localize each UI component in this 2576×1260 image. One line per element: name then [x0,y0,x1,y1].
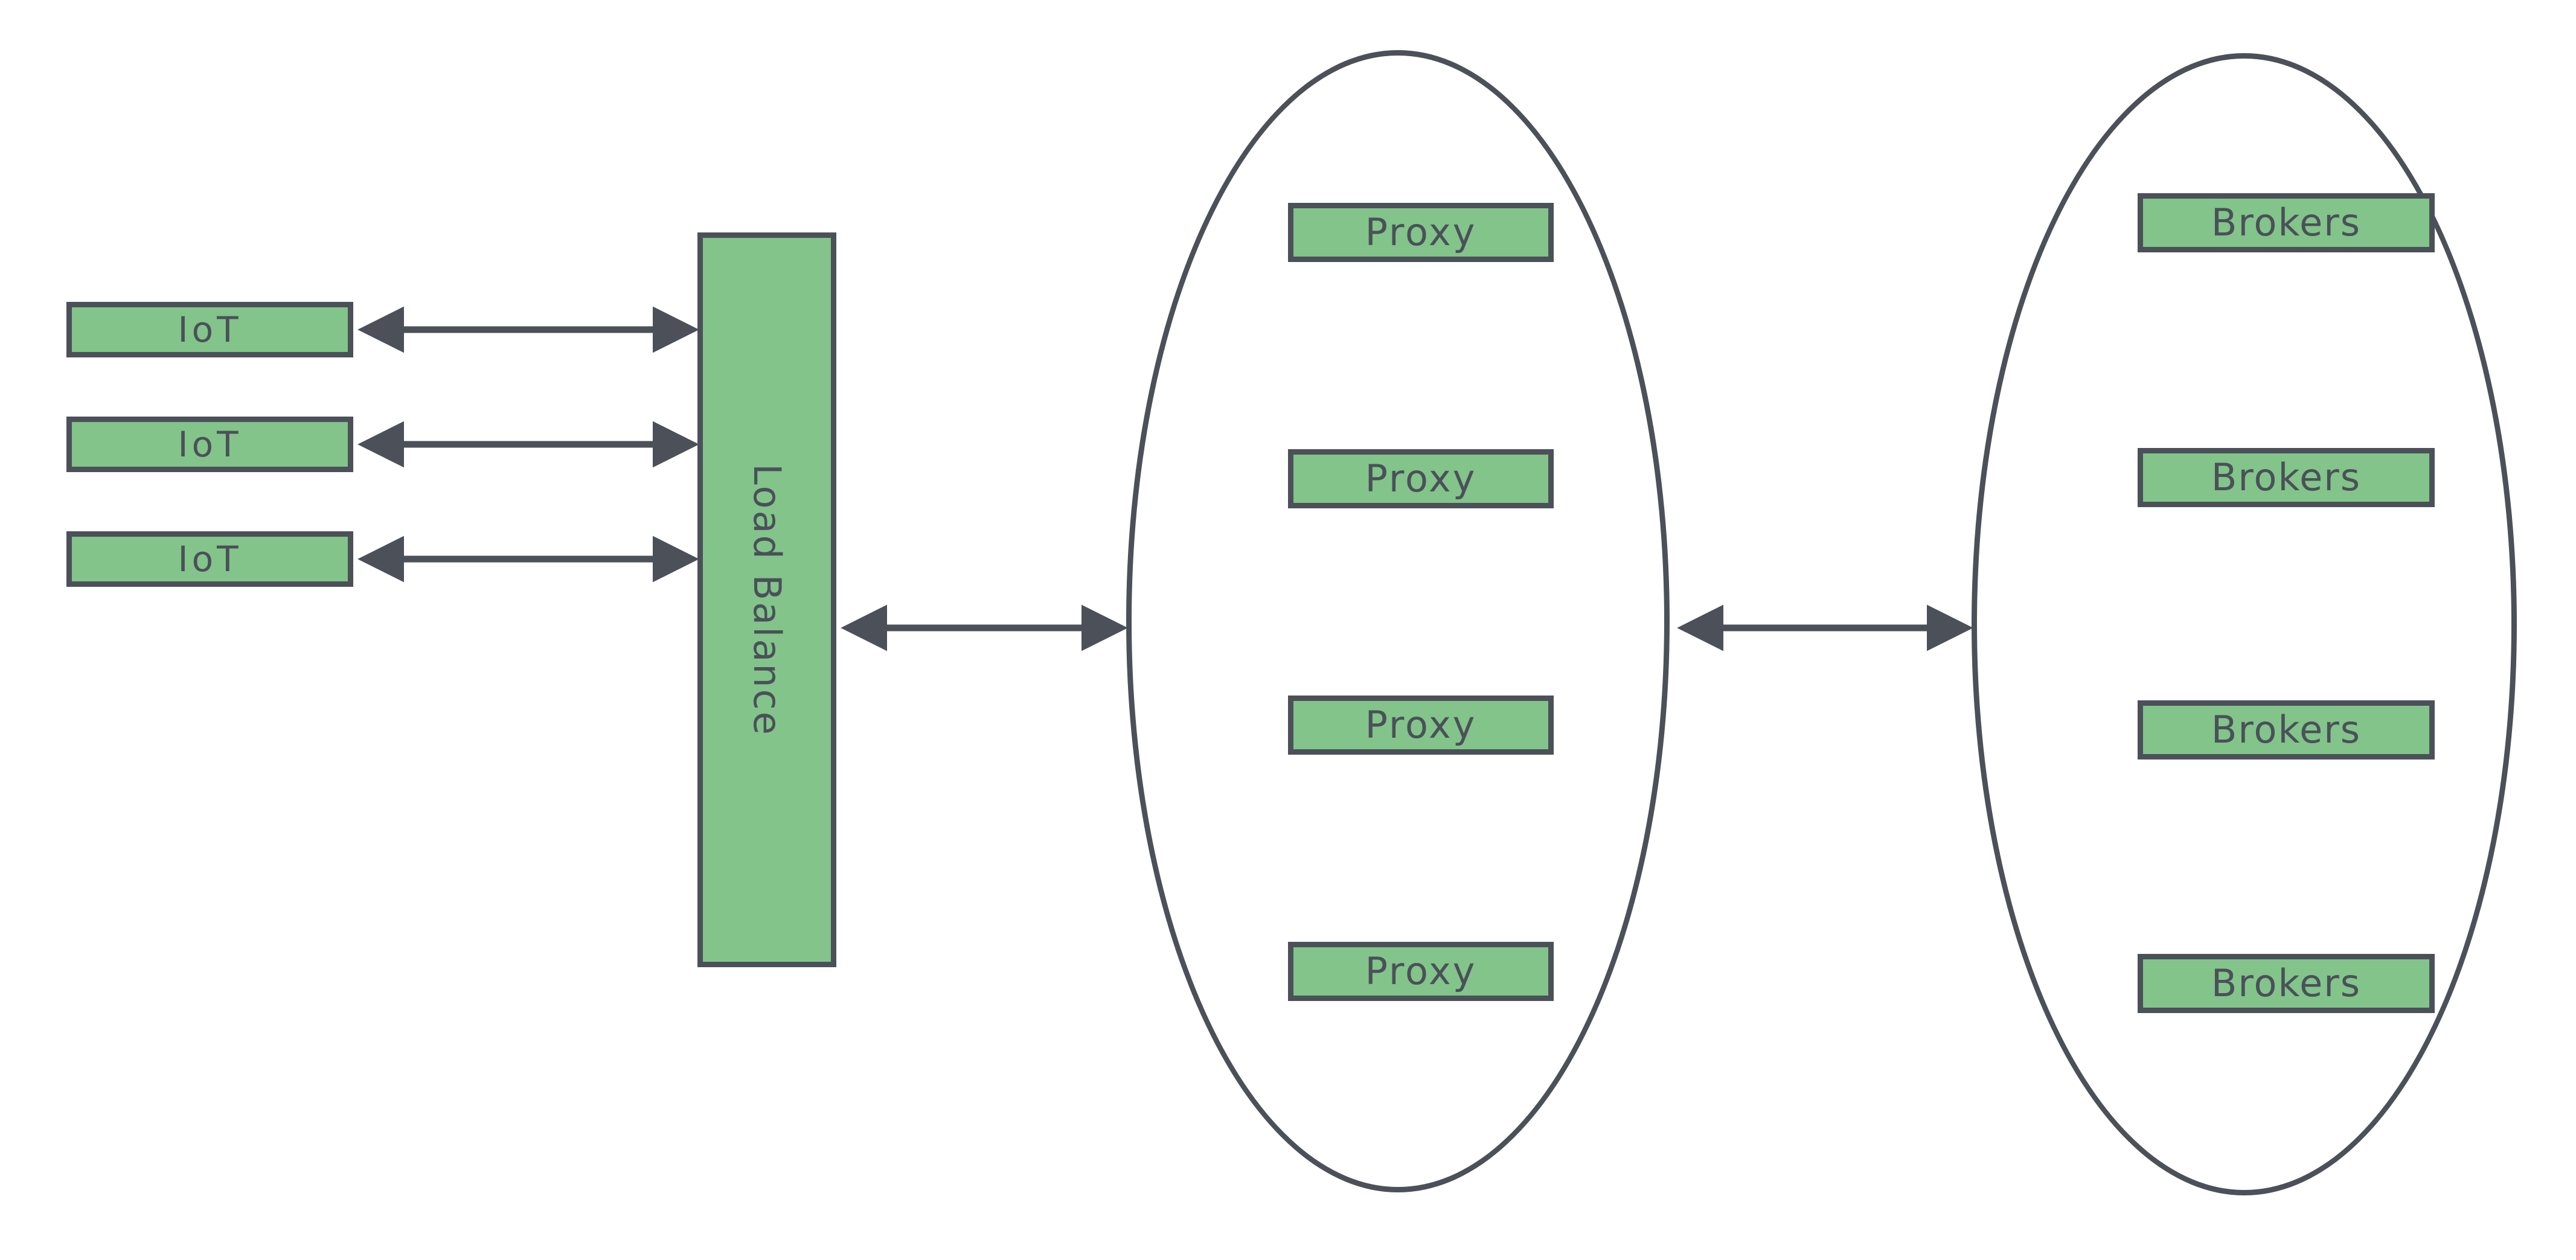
broker-node[interactable]: Brokers [2138,954,2435,1013]
iot-node[interactable]: IoT [66,302,353,357]
load-balance-node[interactable]: Load Balance [697,232,836,967]
iot-node[interactable]: IoT [66,417,353,472]
broker-label: Brokers [2211,961,2362,1005]
iot-label: IoT [178,539,242,580]
broker-label: Brokers [2211,200,2362,245]
proxy-node[interactable]: Proxy [1288,696,1554,755]
iot-label: IoT [178,309,242,350]
broker-node[interactable]: Brokers [2138,193,2435,252]
proxy-label: Proxy [1365,210,1477,254]
broker-label: Brokers [2211,708,2362,752]
broker-label: Brokers [2211,455,2362,499]
broker-node[interactable]: Brokers [2138,448,2435,507]
broker-node[interactable]: Brokers [2138,700,2435,760]
iot-node[interactable]: IoT [66,531,353,587]
proxy-node[interactable]: Proxy [1288,203,1554,262]
broker-cluster-boundary [1972,53,2517,1195]
proxy-node[interactable]: Proxy [1288,449,1554,508]
proxy-label: Proxy [1365,456,1477,500]
proxy-node[interactable]: Proxy [1288,942,1554,1001]
proxy-label: Proxy [1365,703,1477,747]
proxy-label: Proxy [1365,949,1477,993]
load-balance-label: Load Balance [745,463,789,737]
proxy-cluster-boundary [1126,50,1670,1192]
iot-label: IoT [178,424,242,465]
